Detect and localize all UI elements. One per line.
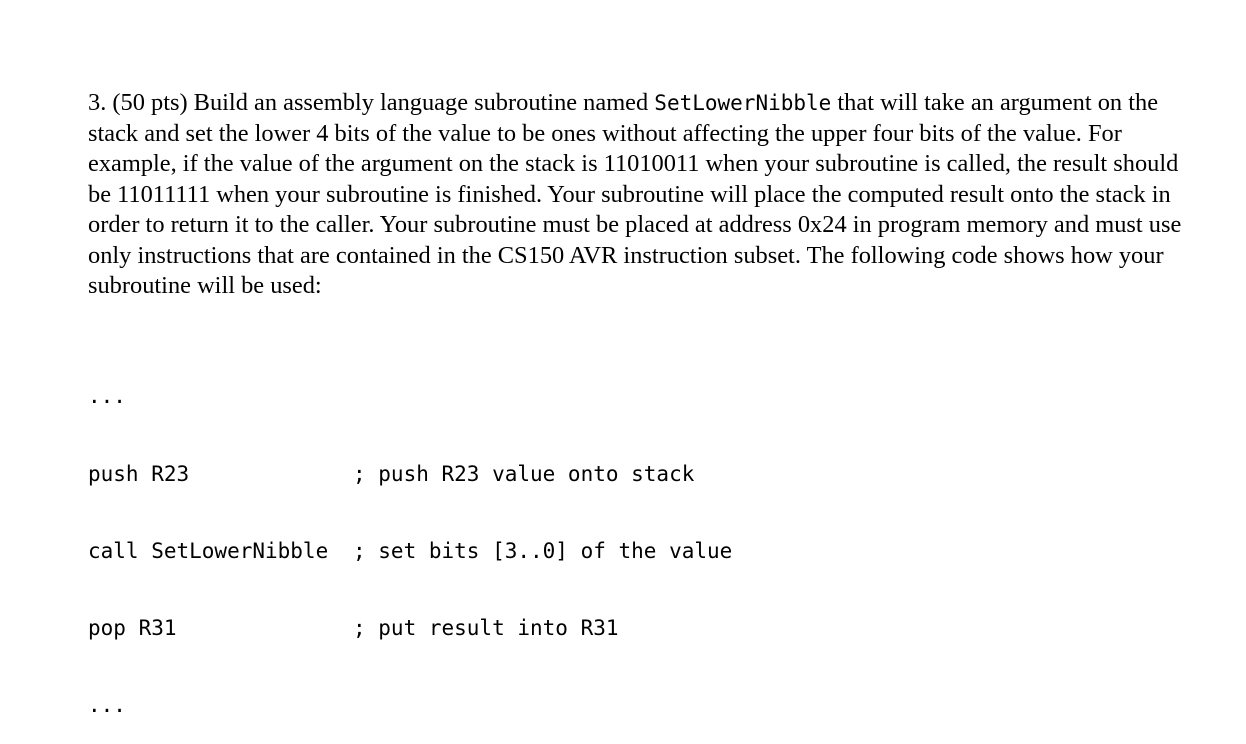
code-instruction: ... (88, 384, 126, 409)
code-example: ... push R23; push R23 value onto stack … (88, 333, 732, 744)
subroutine-name: SetLowerNibble (654, 91, 832, 115)
code-comment: ; put result into R31 (353, 615, 619, 640)
problem-statement: 3. (50 pts) Build an assembly language s… (88, 88, 1198, 302)
code-instruction: push R23 (88, 461, 190, 486)
code-instruction: pop R31 (88, 615, 177, 640)
code-line: ... (88, 384, 732, 410)
code-instruction: ... (88, 692, 126, 717)
problem-text-before: 3. (50 pts) Build an assembly language s… (88, 89, 655, 116)
problem-text-after: that will take an argument on the stack … (88, 89, 1182, 299)
code-line: call SetLowerNibble ; set bits [3..0] of … (88, 539, 732, 565)
code-instruction: call SetLowerNibble (88, 538, 329, 563)
code-comment: ; set bits [3..0] of the value (353, 538, 733, 563)
problem-paragraph: 3. (50 pts) Build an assembly language s… (88, 88, 1198, 302)
code-line: push R23 ; push R23 value onto stack (88, 462, 732, 488)
code-comment: ; push R23 value onto stack (353, 461, 695, 486)
code-line: pop R31 ; put result into R31 (88, 616, 732, 642)
code-line: ... (88, 693, 732, 719)
